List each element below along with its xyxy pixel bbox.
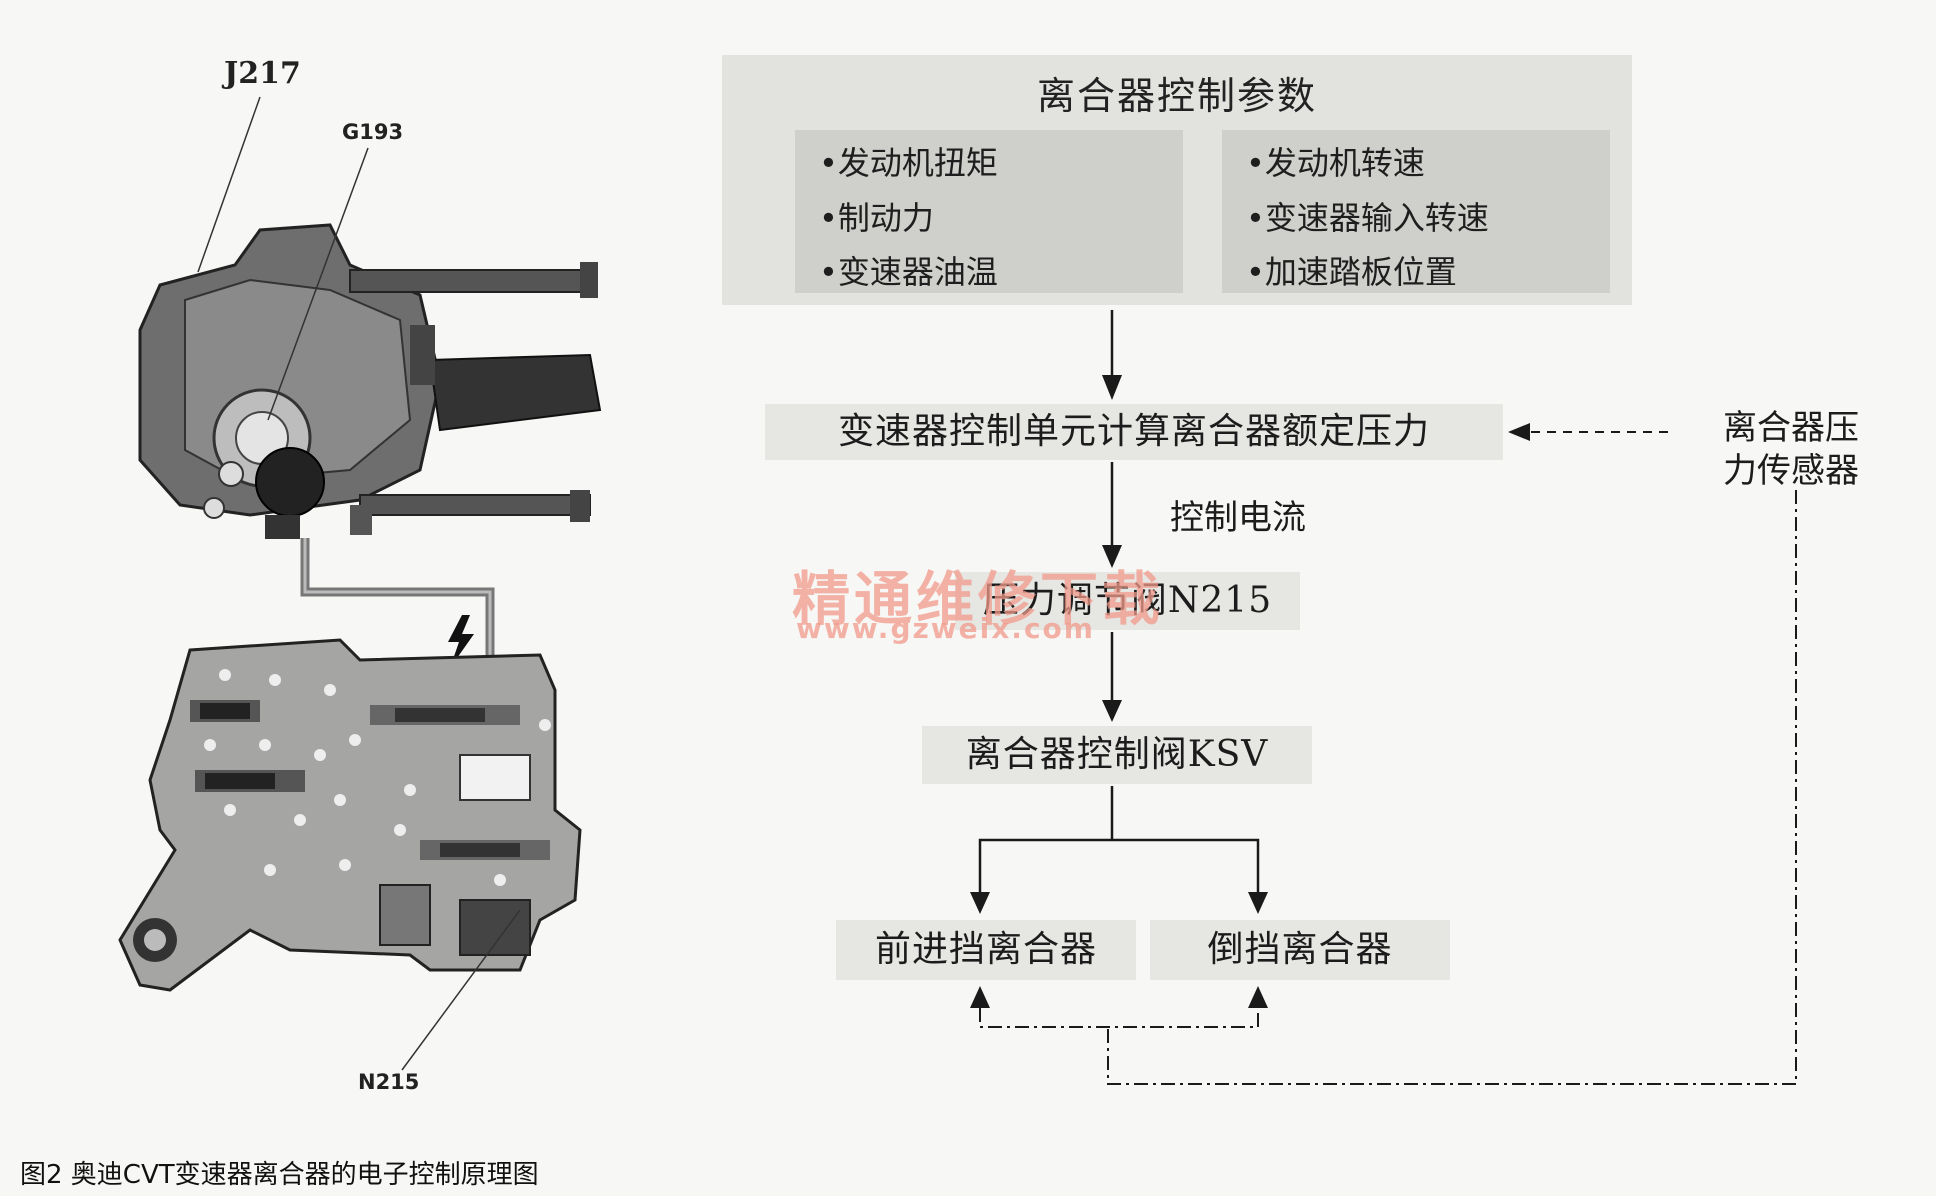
arrowhead (1102, 375, 1122, 400)
arrowhead (1248, 892, 1268, 914)
label-g193: G193 (342, 120, 404, 144)
valve-body-image (118, 638, 582, 992)
split-to-clutches (978, 838, 1260, 892)
parameter-item: •加速踏板位置 (1246, 253, 1457, 291)
clutch-parameters-panel: 离合器控制参数 •发动机扭矩 •制动力 •变速器油温 •发动机转速 •变速器输入… (722, 55, 1632, 305)
pressure-sensor-label-line2: 力传感器 (1723, 451, 1859, 491)
parameter-item: •变速器油温 (819, 253, 998, 291)
arrowhead (1102, 545, 1122, 568)
arrowhead (1248, 986, 1268, 1008)
clutch-parameters-title: 离合器控制参数 (1036, 74, 1317, 118)
parameter-item: •发动机扭矩 (819, 144, 998, 182)
lightning-icon (448, 615, 474, 668)
arrowhead (970, 986, 990, 1008)
sensor-feedback-dashdot (1107, 490, 1797, 1085)
label-n215: N215 (358, 1070, 420, 1094)
control-current-label: 控制电流 (1170, 498, 1306, 538)
tcu-box: 变速器控制单元计算离合器额定压力 (765, 404, 1503, 460)
forward-clutch-box: 前进挡离合器 (836, 920, 1136, 980)
arrowhead (970, 892, 990, 914)
arrowhead (1102, 700, 1122, 722)
figure-caption: 图2 奥迪CVT变速器离合器的电子控制原理图 (20, 1160, 539, 1190)
clutch-valve-box: 离合器控制阀KSV (922, 726, 1312, 784)
reverse-clutch-box: 倒挡离合器 (1150, 920, 1450, 980)
parameters-right-column: •发动机转速 •变速器输入转速 •加速踏板位置 (1222, 130, 1610, 293)
pressure-valve-box: 压力调节阀N215 (955, 572, 1300, 630)
control-unit-j217-image (138, 223, 602, 539)
parameters-left-column: •发动机扭矩 •制动力 •变速器油温 (795, 130, 1183, 293)
parameter-item: •发动机转速 (1246, 144, 1425, 182)
hardware-illustration (118, 96, 602, 1071)
arrowhead (1508, 423, 1530, 441)
watermark-text: 精通维修下载 (792, 565, 1165, 633)
pressure-sensor-label-line1: 离合器压 (1723, 408, 1859, 448)
clutch-feedback-dashdot (979, 1008, 1259, 1028)
label-j217: J217 (224, 56, 301, 91)
watermark-url: www.gzweix.com (796, 612, 1095, 645)
parameter-item: •变速器输入转速 (1246, 199, 1489, 237)
parameter-item: •制动力 (819, 199, 934, 237)
